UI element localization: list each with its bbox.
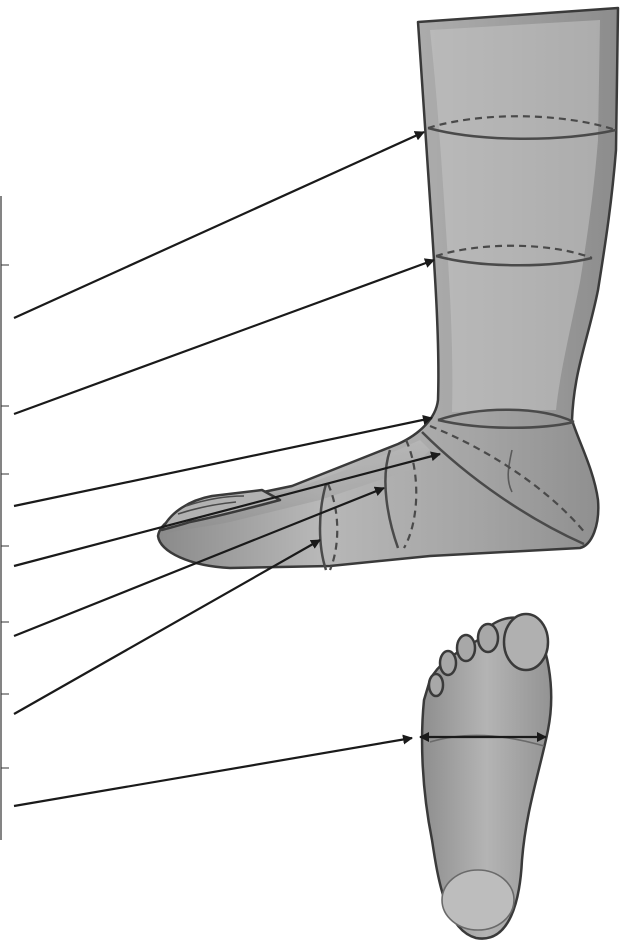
leg-side-view: [158, 8, 618, 570]
heel-pad: [442, 870, 514, 930]
left-bracket: [1, 196, 9, 840]
toe-3: [457, 635, 475, 661]
sole-view: [420, 614, 551, 939]
pointer-lower-calf: [14, 260, 434, 414]
toe-4: [440, 651, 456, 675]
pointer-midfoot: [14, 540, 320, 714]
big-toe: [504, 614, 548, 670]
pointer-calf: [14, 132, 424, 318]
toe-5: [429, 674, 443, 696]
pointer-sole-width: [14, 738, 412, 806]
toe-2: [478, 624, 498, 652]
